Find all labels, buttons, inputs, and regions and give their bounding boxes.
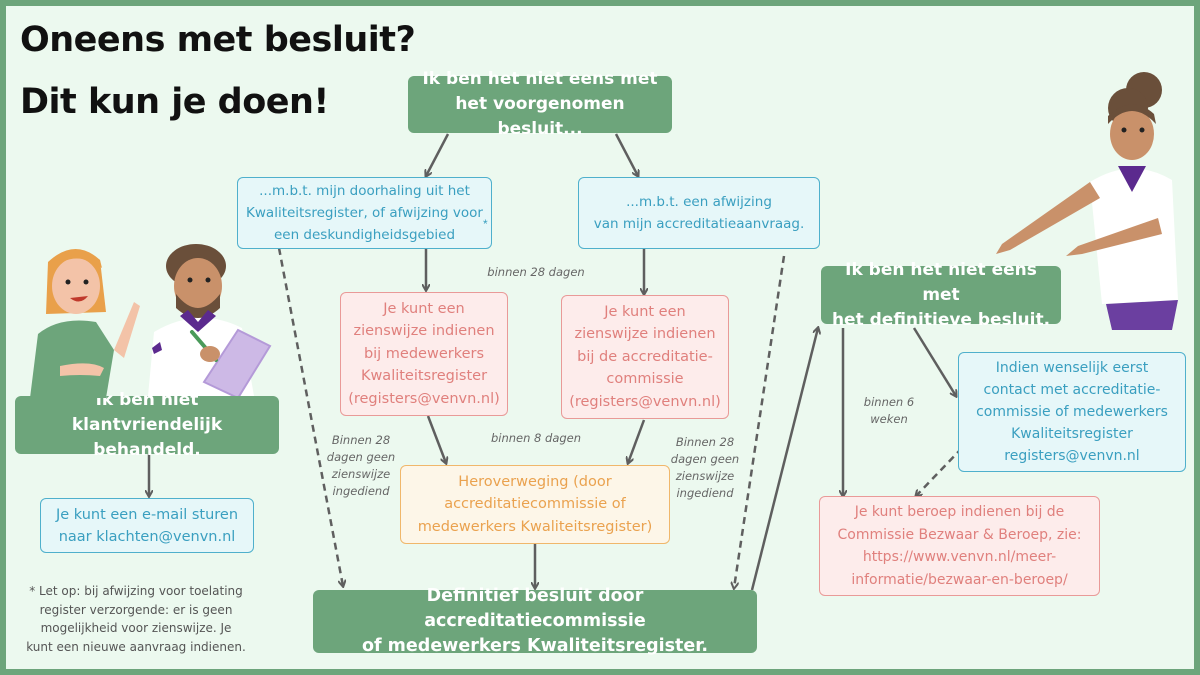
box-niet-klantvriendelijk: Ik ben niet klantvriendelijk behandeld. bbox=[15, 390, 279, 460]
title-line-2: Dit kun je doen! bbox=[20, 82, 329, 122]
dashed-arrow-right bbox=[734, 255, 786, 588]
note-binnen-8-dagen: binnen 8 dagen bbox=[490, 431, 582, 445]
arrow-oneens-to-contact bbox=[912, 327, 956, 396]
flow-arrows bbox=[6, 133, 963, 669]
box-beroep: Je kunt beroep indienen bij de Commissie… bbox=[819, 496, 1100, 596]
note-geen-zienswijze-left: Binnen 28 dagen geen zienswijze ingedien… bbox=[326, 433, 396, 498]
box-heroverweging: Heroverweging (door accreditatiecommissi… bbox=[400, 465, 670, 544]
title-line-1: Oneens met besluit? bbox=[20, 20, 416, 60]
infographic-canvas: Oneens met besluit? Dit kun je doen! bbox=[6, 6, 1194, 669]
arrow-zienswijze-to-heroverweging-left bbox=[426, 415, 446, 463]
illustration-female-nurse-pointing bbox=[996, 72, 1178, 330]
asterisk-marker: * bbox=[483, 217, 488, 231]
box-zienswijze-medewerkers: Je kunt een zienswijze indienen bij mede… bbox=[340, 292, 508, 416]
box-zienswijze-commissie: Je kunt een zienswijze indienen bij de a… bbox=[561, 295, 729, 419]
arrow-zienswijze-to-heroverweging-right bbox=[628, 419, 646, 463]
box-niet-eens-voorgenomen: Ik ben het niet eens met het voorgenomen… bbox=[408, 69, 672, 139]
footnote: * Let op: bij afwijzing voor toelating r… bbox=[26, 584, 246, 654]
note-binnen-28-dagen: binnen 28 dagen bbox=[487, 265, 585, 279]
arrow-voorgenomen-to-doorhaling bbox=[426, 133, 450, 176]
box-contact: Indien wenselijk eerst contact met accre… bbox=[958, 352, 1186, 472]
note-binnen-6-weken: binnen 6 weken bbox=[863, 395, 915, 426]
dashed-arrow-contact-to-beroep bbox=[916, 447, 963, 496]
illustration-male-nurse-clipboard bbox=[148, 244, 272, 396]
arrow-definitief-to-definitief-oneens bbox=[750, 328, 818, 591]
arrow-voorgenomen-to-afwijzing bbox=[614, 133, 638, 176]
dashed-arrow-left bbox=[277, 247, 343, 586]
box-afwijzing-accreditatie: ...m.b.t. een afwijzing van mijn accredi… bbox=[578, 177, 820, 249]
illustration-woman-green-shirt bbox=[30, 248, 140, 398]
box-email-klachten: Je kunt een e-mail sturen naar klachten@… bbox=[40, 498, 254, 553]
box-doorhaling: ...m.b.t. mijn doorhaling uit het Kwalit… bbox=[237, 177, 492, 249]
note-geen-zienswijze-right: Binnen 28 dagen geen zienswijze ingedien… bbox=[670, 435, 740, 500]
box-definitief-besluit: Definitief besluit door accreditatiecomm… bbox=[313, 586, 757, 656]
